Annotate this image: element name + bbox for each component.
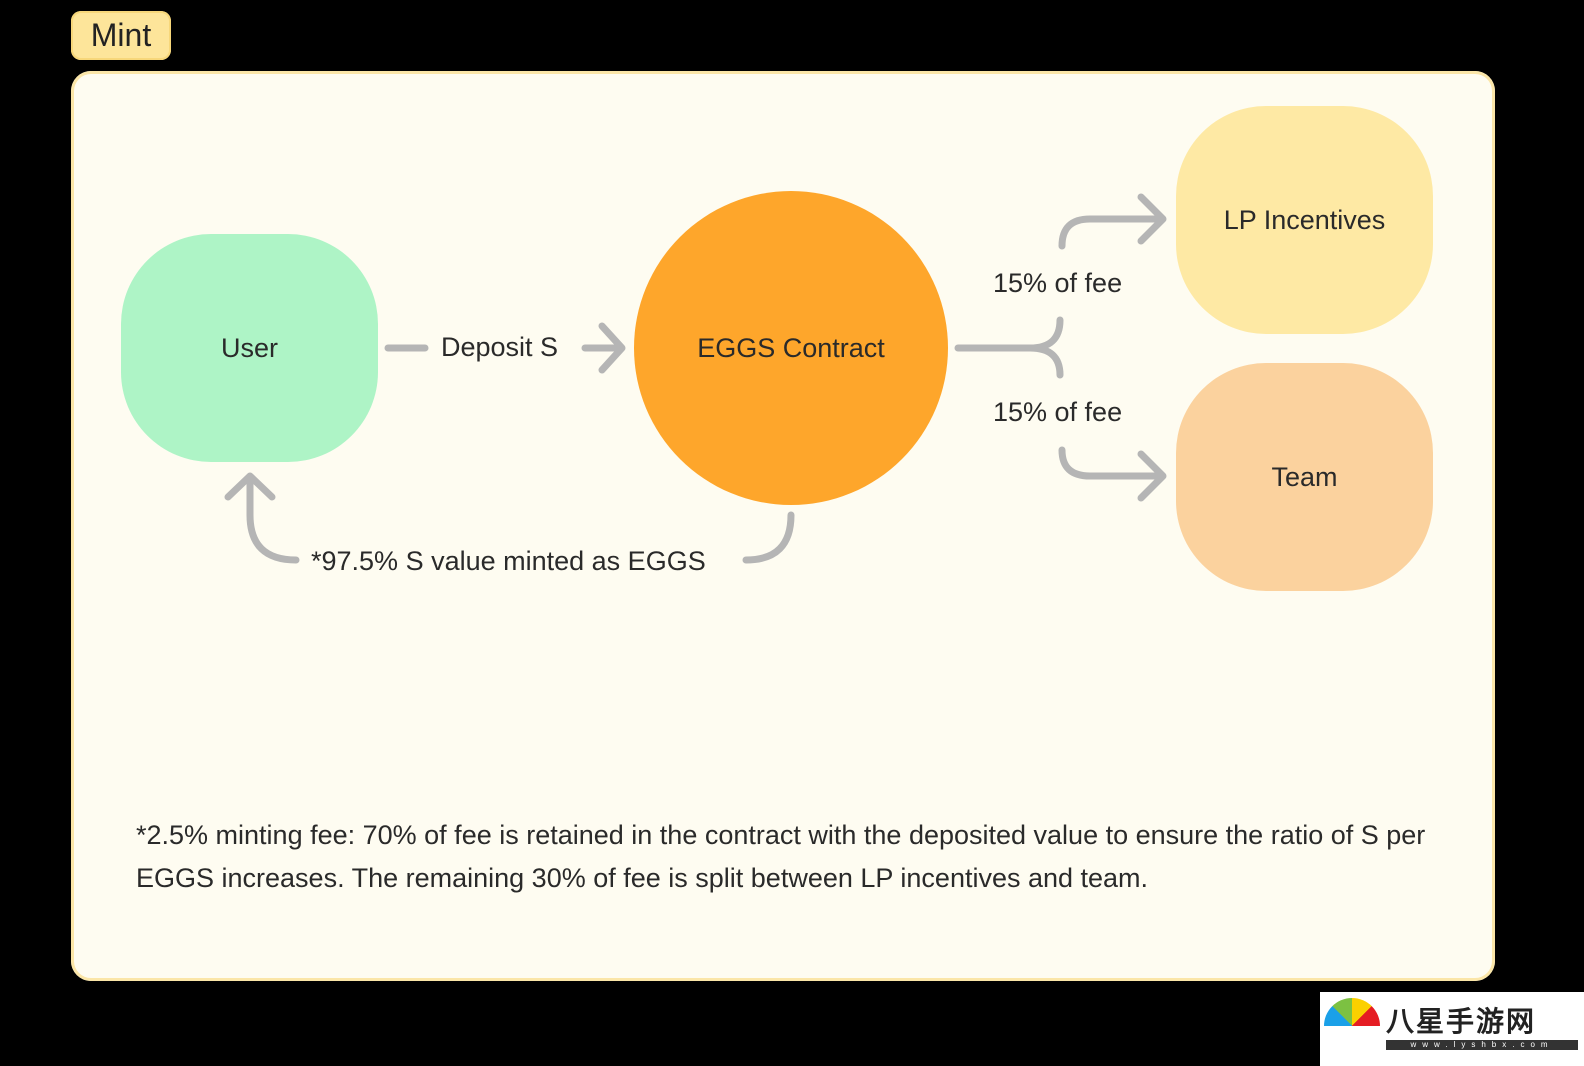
node-contract-label: EGGS Contract bbox=[697, 332, 885, 363]
mint-return-arrow-icon bbox=[224, 472, 300, 564]
watermark-logo-icon bbox=[1324, 998, 1380, 1054]
node-lp-label: LP Incentives bbox=[1223, 204, 1386, 235]
lp-arrow-icon bbox=[1058, 193, 1167, 250]
section-tag-mint: Mint bbox=[71, 11, 171, 60]
node-eggs-contract: EGGS Contract bbox=[634, 191, 948, 505]
node-team: Team bbox=[1176, 363, 1433, 591]
minted-label: *97.5% S value minted as EGGS bbox=[311, 546, 706, 576]
deposit-label: Deposit S bbox=[441, 332, 559, 362]
split-line bbox=[954, 316, 1064, 379]
node-lp-incentives: LP Incentives bbox=[1176, 106, 1433, 334]
deposit-arrow-icon bbox=[581, 322, 626, 374]
node-user: User bbox=[121, 234, 378, 462]
watermark-url: www.lyshbx.com bbox=[1386, 1040, 1578, 1050]
mint-return-line bbox=[742, 511, 795, 564]
node-team-label: Team bbox=[1271, 461, 1338, 492]
node-user-label: User bbox=[220, 332, 278, 363]
watermark-name: 八星手游网 bbox=[1386, 1006, 1537, 1037]
watermark: 八星手游网 www.lyshbx.com bbox=[1320, 992, 1584, 1066]
footnote: *2.5% minting fee: 70% of fee is retaine… bbox=[136, 820, 1426, 893]
team-arrow-icon bbox=[1058, 446, 1167, 502]
team-fee-label: 15% of fee bbox=[993, 397, 1123, 427]
lp-fee-label: 15% of fee bbox=[993, 268, 1123, 298]
